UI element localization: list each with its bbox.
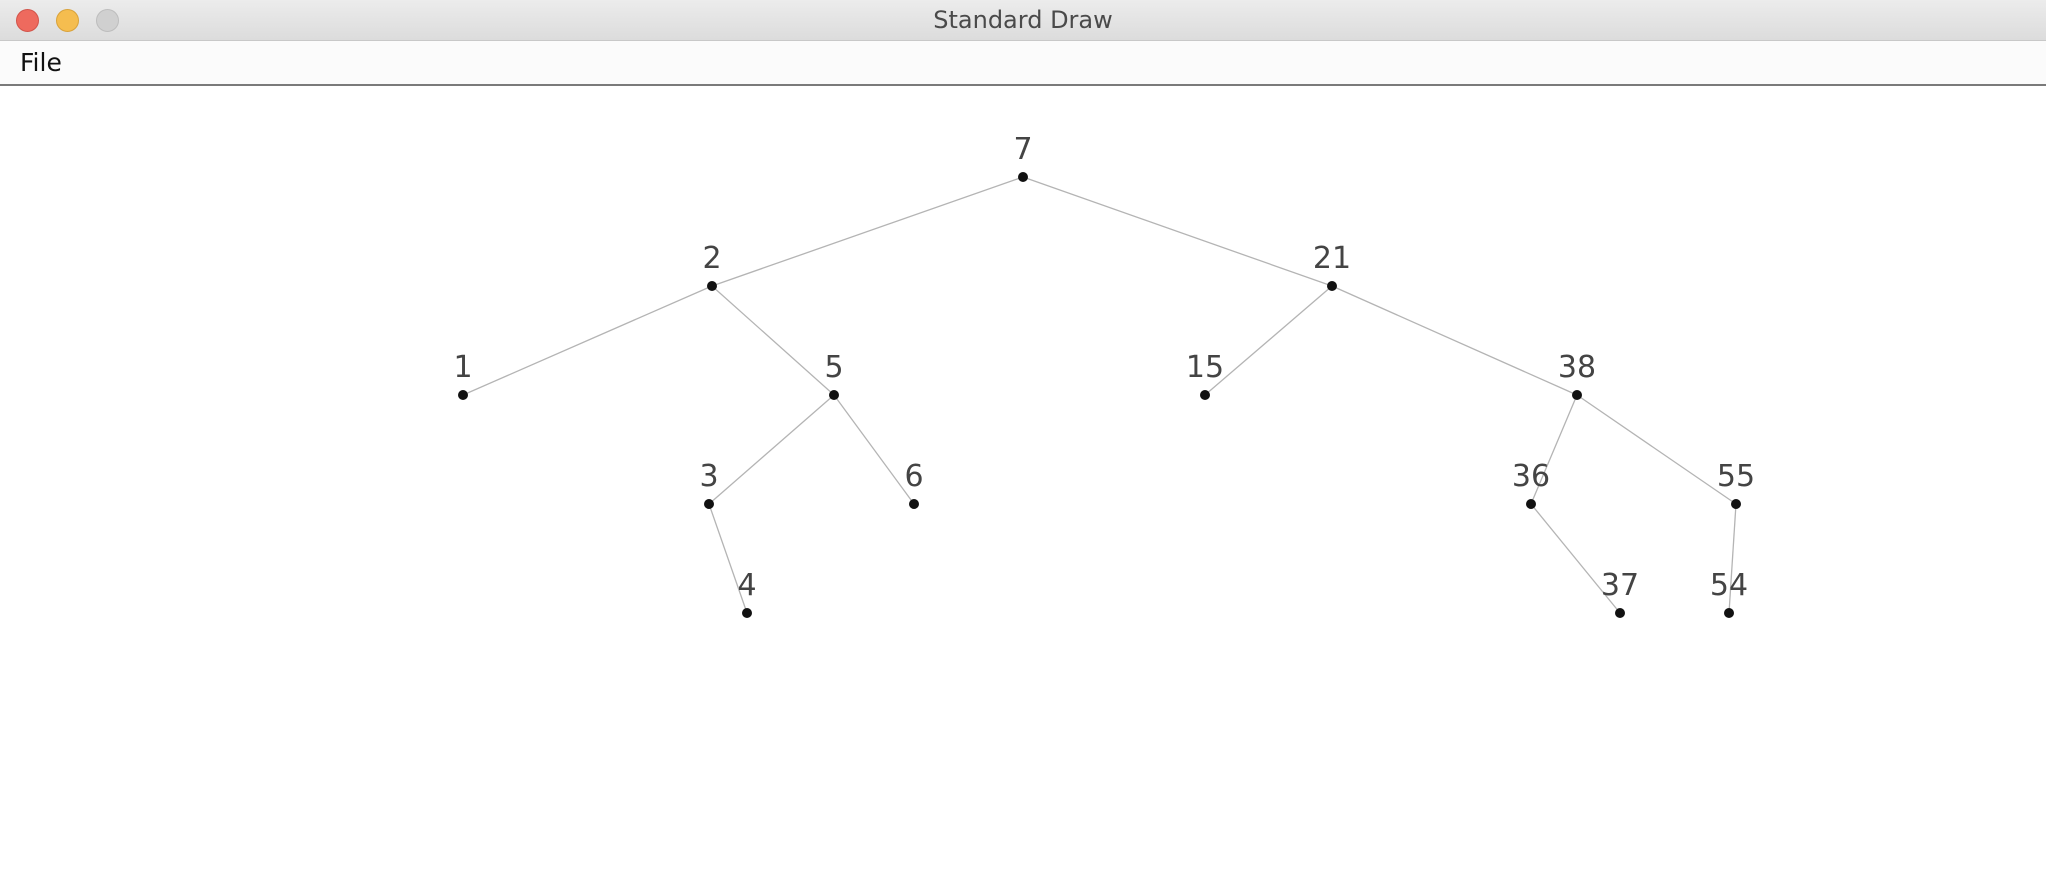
tree-edge-21-15 bbox=[1204, 285, 1333, 396]
tree-node-label-2: 2 bbox=[702, 241, 721, 276]
tree-node-label-37: 37 bbox=[1601, 568, 1639, 603]
tree-edge-7-21 bbox=[1022, 176, 1333, 287]
tree-edge-3-4 bbox=[708, 503, 748, 614]
tree-node-label-54: 54 bbox=[1710, 568, 1748, 603]
tree-node-3 bbox=[704, 499, 714, 509]
tree-node-label-7: 7 bbox=[1013, 132, 1032, 167]
tree-node-label-4: 4 bbox=[737, 568, 756, 603]
tree-edge-2-1 bbox=[462, 285, 713, 396]
menu-file[interactable]: File bbox=[20, 48, 62, 77]
tree-node-label-6: 6 bbox=[904, 459, 923, 494]
tree-edge-55-54 bbox=[1728, 503, 1737, 614]
window-titlebar: Standard Draw bbox=[0, 0, 2046, 41]
tree-edge-5-3 bbox=[708, 394, 835, 505]
tree-edge-7-2 bbox=[711, 176, 1024, 287]
menu-bar: File bbox=[0, 41, 2046, 86]
tree-node-36 bbox=[1526, 499, 1536, 509]
tree-node-7 bbox=[1018, 172, 1028, 182]
tree-edge-5-6 bbox=[833, 394, 915, 505]
tree-node-37 bbox=[1615, 608, 1625, 618]
tree-node-label-3: 3 bbox=[699, 459, 718, 494]
tree-node-label-5: 5 bbox=[824, 350, 843, 385]
tree-node-1 bbox=[458, 390, 468, 400]
tree-node-label-36: 36 bbox=[1512, 459, 1550, 494]
tree-edges bbox=[462, 176, 1737, 614]
minimize-window-button[interactable] bbox=[56, 9, 79, 32]
tree-node-6 bbox=[909, 499, 919, 509]
tree-node-label-38: 38 bbox=[1558, 350, 1596, 385]
close-window-button[interactable] bbox=[16, 9, 39, 32]
tree-nodes bbox=[458, 172, 1741, 618]
tree-edge-2-5 bbox=[711, 285, 835, 396]
tree-node-15 bbox=[1200, 390, 1210, 400]
tree-node-label-21: 21 bbox=[1313, 241, 1351, 276]
tree-edge-36-37 bbox=[1530, 503, 1621, 614]
tree-node-label-1: 1 bbox=[453, 350, 472, 385]
window-title: Standard Draw bbox=[933, 6, 1113, 34]
tree-node-2 bbox=[707, 281, 717, 291]
tree-node-5 bbox=[829, 390, 839, 400]
tree-edge-38-55 bbox=[1576, 394, 1737, 505]
tree-node-38 bbox=[1572, 390, 1582, 400]
tree-node-label-15: 15 bbox=[1186, 350, 1224, 385]
tree-node-21 bbox=[1327, 281, 1337, 291]
tree-edge-21-38 bbox=[1331, 285, 1578, 396]
tree-node-54 bbox=[1724, 608, 1734, 618]
tree-node-label-55: 55 bbox=[1717, 459, 1755, 494]
tree-node-4 bbox=[742, 608, 752, 618]
tree-node-55 bbox=[1731, 499, 1741, 509]
zoom-window-button[interactable] bbox=[96, 9, 119, 32]
tree-edge-38-36 bbox=[1530, 394, 1578, 505]
